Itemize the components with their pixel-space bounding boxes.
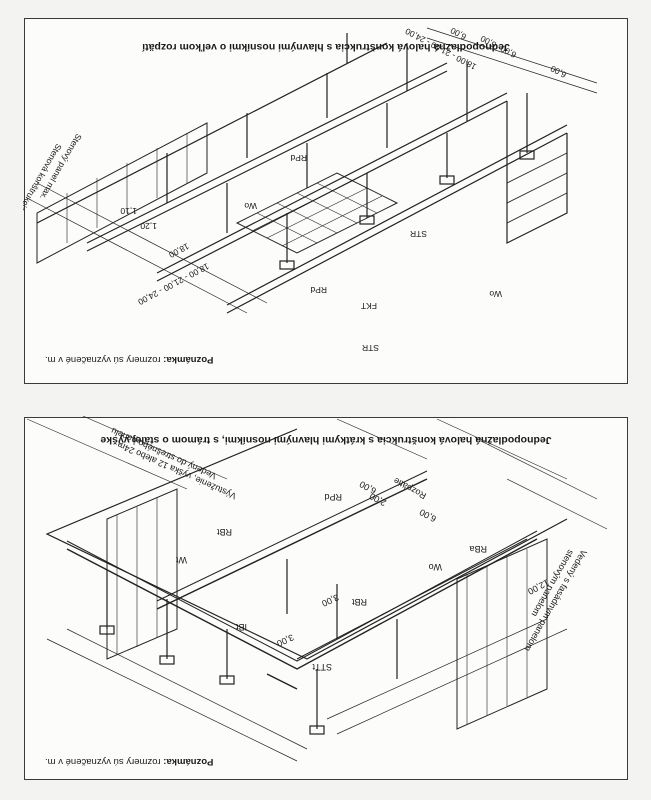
label-rbt-2: RBt [351, 597, 367, 607]
isometric-hall-drawing: 18,00 - 21,00 - 24,00 18,00 - 21,00 - 24… [23, 25, 598, 353]
label-stt: STTt [312, 662, 332, 672]
label-str-1: STR [410, 229, 427, 239]
label-fkt: FKT [361, 301, 377, 311]
diagram-panel-long-span: Jednopodlažná halová konštrukcia s hlavn… [23, 18, 628, 384]
label-wo: Wo [429, 562, 442, 572]
main-beam-line [36, 42, 388, 224]
label-dim-600b: 6,00 [498, 43, 518, 60]
isometric-hall-drawing: RBt Wt RPd RBa Wo RBt IBt STTt 3,00 3,00… [26, 416, 608, 762]
label-ibt: IBt [235, 622, 247, 632]
main-beam-line [156, 92, 508, 274]
diagram-panel-short-beams: Jednopodlažná halová konštrukcia s krátk… [24, 416, 628, 780]
label-vert-3: Vedený s fasádnym panelom [522, 548, 588, 653]
label-dim-600c: 6,00 [478, 33, 498, 50]
main-beam-line [86, 70, 448, 252]
label-str-2: STR [362, 343, 379, 353]
label-rbt-1: RBt [216, 527, 232, 537]
main-beam-line [226, 132, 568, 314]
main-beam-line [86, 62, 448, 244]
column-line [106, 569, 318, 729]
column-line [326, 73, 448, 178]
label-dim-300: 3,00 [275, 632, 295, 648]
label-dim-120: 1,20 [140, 221, 157, 231]
label-wt: Wt [176, 555, 187, 565]
label-dim-600d: 6,00 [448, 25, 468, 42]
main-beam-line [226, 124, 568, 306]
label-wo-2: Wo [489, 289, 502, 299]
column-line [346, 33, 528, 153]
label-dim-600b: 6,00 [418, 507, 438, 524]
label-rpd: RPd [290, 153, 307, 163]
column-line [286, 559, 398, 679]
column-line [246, 113, 368, 218]
label-rba: RBa [469, 544, 487, 554]
label-rpd-2: RPd [310, 285, 327, 295]
label-dim-110: 1,10 [120, 206, 137, 216]
label-wo: Wo [244, 201, 257, 211]
label-span-b: 18,00 - 21,00 - 24,00 [136, 261, 211, 307]
label-rpd: RPd [324, 492, 342, 502]
label-dim-600: 6,00 [548, 63, 568, 80]
